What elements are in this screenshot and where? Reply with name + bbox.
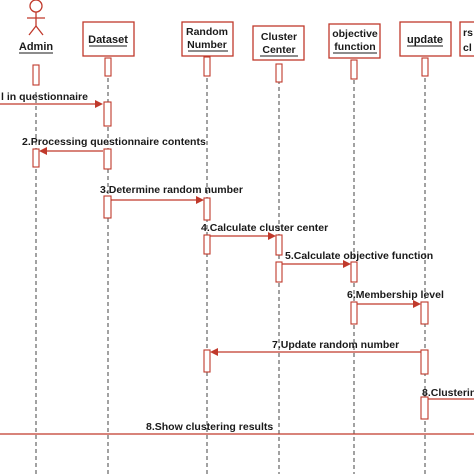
message-1-label: l in questionnaire [1,91,88,103]
message-2: 2.Processing questionnaire contents [22,136,206,155]
participant-label-objective-line1: objective [332,28,378,40]
activation-admin-head [32,64,40,86]
activation-admin-1 [32,148,40,168]
participant-cluster-center: Cluster Center [252,25,305,61]
participant-label-update: update [407,34,443,46]
message-5-label: 5.Calculate objective function [285,250,433,262]
activation-objective-1 [350,261,358,283]
participant-objective-function: objective function [328,23,381,59]
message-2-label: 2.Processing questionnaire contents [22,136,206,148]
activation-update-head [421,57,429,77]
message-6: 6.Membership level [347,289,444,308]
participant-label-admin: Admin [19,41,54,53]
participant-update: update [399,21,452,57]
message-3-label: 3.Determine random number [100,184,243,196]
activation-dataset-3 [103,195,112,219]
activation-dataset-head [104,57,112,77]
participant-label-random-line1: Random [186,26,228,38]
activation-random-1 [203,197,211,221]
activation-objective-2 [350,301,358,325]
participant-dataset: Dataset [82,21,135,57]
admin-actor-icon [27,0,45,36]
message-8b: 8.Show clustering results [0,421,474,435]
activation-cluster-2 [275,261,283,283]
message-7-label: 7.Update random number [272,339,399,351]
participant-label-cluster-line2: Center [262,44,295,56]
message-4: 4.Calculate cluster center [201,222,328,240]
activation-dataset-1 [103,101,112,127]
participant-label-objective-line2: function [334,41,375,53]
activation-update-2 [420,349,429,375]
message-3: 3.Determine random number [100,184,243,204]
activation-dataset-2 [103,148,112,170]
activation-random-3 [203,349,211,373]
participant-label-results-line2: cl [463,42,472,54]
participant-results-partial: rs cl [459,21,474,57]
message-8b-label: 8.Show clustering results [146,421,273,433]
activation-random-2 [203,234,211,255]
activation-update-1 [420,301,429,325]
message-8a-label: 8.Clusterin [422,387,474,399]
participant-label-cluster-line1: Cluster [261,31,297,43]
message-6-label: 6.Membership level [347,289,444,301]
message-1: l in questionnaire [0,91,103,108]
participant-random-number: Random Number [181,21,234,57]
message-7: 7.Update random number [210,339,421,356]
participant-label-dataset: Dataset [88,34,128,46]
activation-update-3 [420,396,429,420]
activation-cluster-1 [275,234,283,256]
activation-objective-head [350,59,358,80]
message-4-label: 4.Calculate cluster center [201,222,328,234]
participant-label-results-line1: rs [463,27,473,39]
message-8a: 8.Clusterin [422,387,474,400]
participant-label-random-line2: Number [187,39,227,51]
message-5: 5.Calculate objective function [282,250,433,268]
activation-cluster-head [275,63,283,83]
activation-random-head [203,56,211,77]
